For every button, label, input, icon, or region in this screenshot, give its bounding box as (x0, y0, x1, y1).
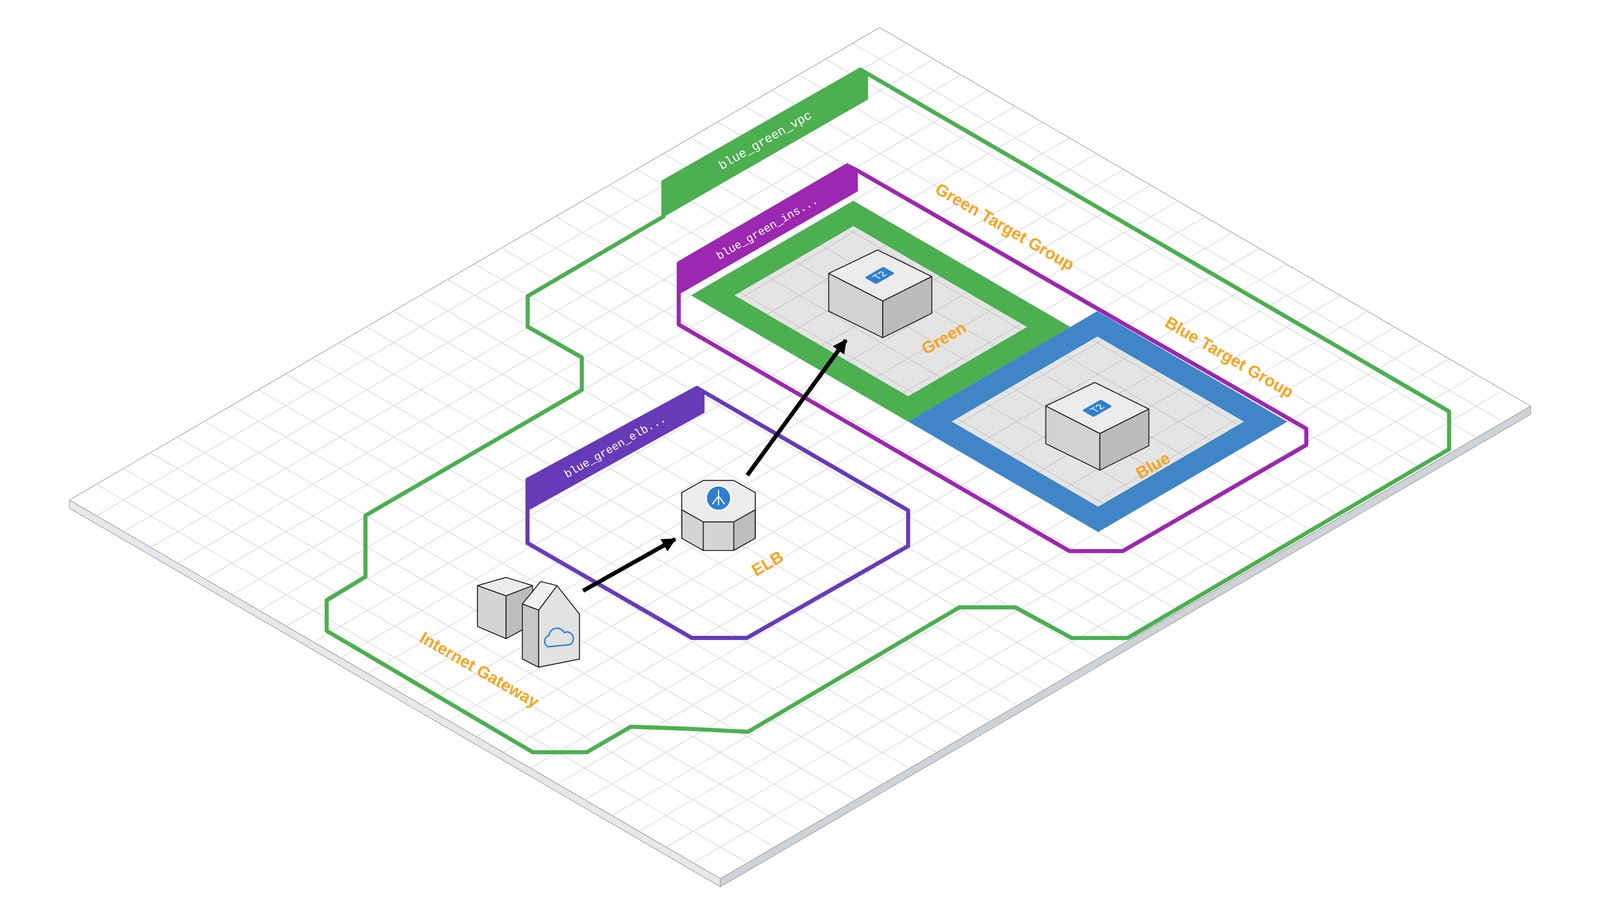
internet-gateway-shape (475, 573, 582, 670)
security-group: T2GreenGreen Target GroupT2BlueBlue Targ… (678, 165, 1307, 552)
internet-gateway: Internet Gateway (475, 573, 582, 670)
boundary-outline (678, 165, 1307, 552)
elb-top (681, 480, 755, 523)
grid-line (666, 374, 1477, 848)
ec2-instance-shape (826, 247, 934, 339)
grid-line (177, 437, 829, 816)
target-group: T2BlueBlue Target Group (908, 311, 1288, 533)
grid-line (395, 216, 1206, 690)
grid-line (150, 75, 962, 548)
group-band (908, 311, 1288, 533)
name-tab (527, 387, 705, 511)
igw-icon (477, 577, 580, 668)
gateway-face (522, 581, 558, 611)
boundary-outline (326, 69, 1450, 753)
ec2-instance: T2Green (826, 247, 934, 339)
vpc-boundary-shape (326, 69, 1450, 753)
resource-label: ELB (747, 546, 787, 580)
vpc-boundary: ELBblue_green_elb...Internet GatewayT2Gr… (326, 69, 1450, 753)
grid-line (367, 201, 1179, 674)
grid-line (820, 245, 995, 346)
grid-line (476, 264, 1287, 737)
platform-top (69, 27, 1531, 879)
cloud-symbol (544, 628, 574, 648)
elb-symbol (706, 485, 731, 511)
grid-line (693, 390, 1504, 863)
gateway-face (522, 604, 539, 668)
group-floor (951, 336, 1244, 508)
elb-icon (681, 480, 755, 551)
gateway-face (477, 577, 533, 596)
cube-icon (828, 250, 932, 338)
ec2-instance-shape (1043, 380, 1151, 468)
cube-face (1045, 382, 1149, 434)
grid-line (177, 90, 989, 564)
load-balancer-shape (676, 476, 761, 554)
grid-line (663, 153, 1315, 533)
ec2-instance: T2Blue (1043, 380, 1151, 468)
elb-side (703, 521, 734, 551)
cube-face (828, 250, 932, 301)
cube-icon (1045, 382, 1149, 471)
grid-line (123, 468, 775, 848)
grid-lines (96, 43, 1504, 863)
grid-line (232, 122, 1043, 595)
elb-symbol (712, 490, 725, 506)
flow-arrow (582, 539, 675, 591)
group-floor (734, 226, 1028, 397)
load-balancer: ELB (676, 476, 761, 554)
group-name: blue_green_elb... (562, 412, 669, 482)
flow-arrow (747, 340, 846, 475)
